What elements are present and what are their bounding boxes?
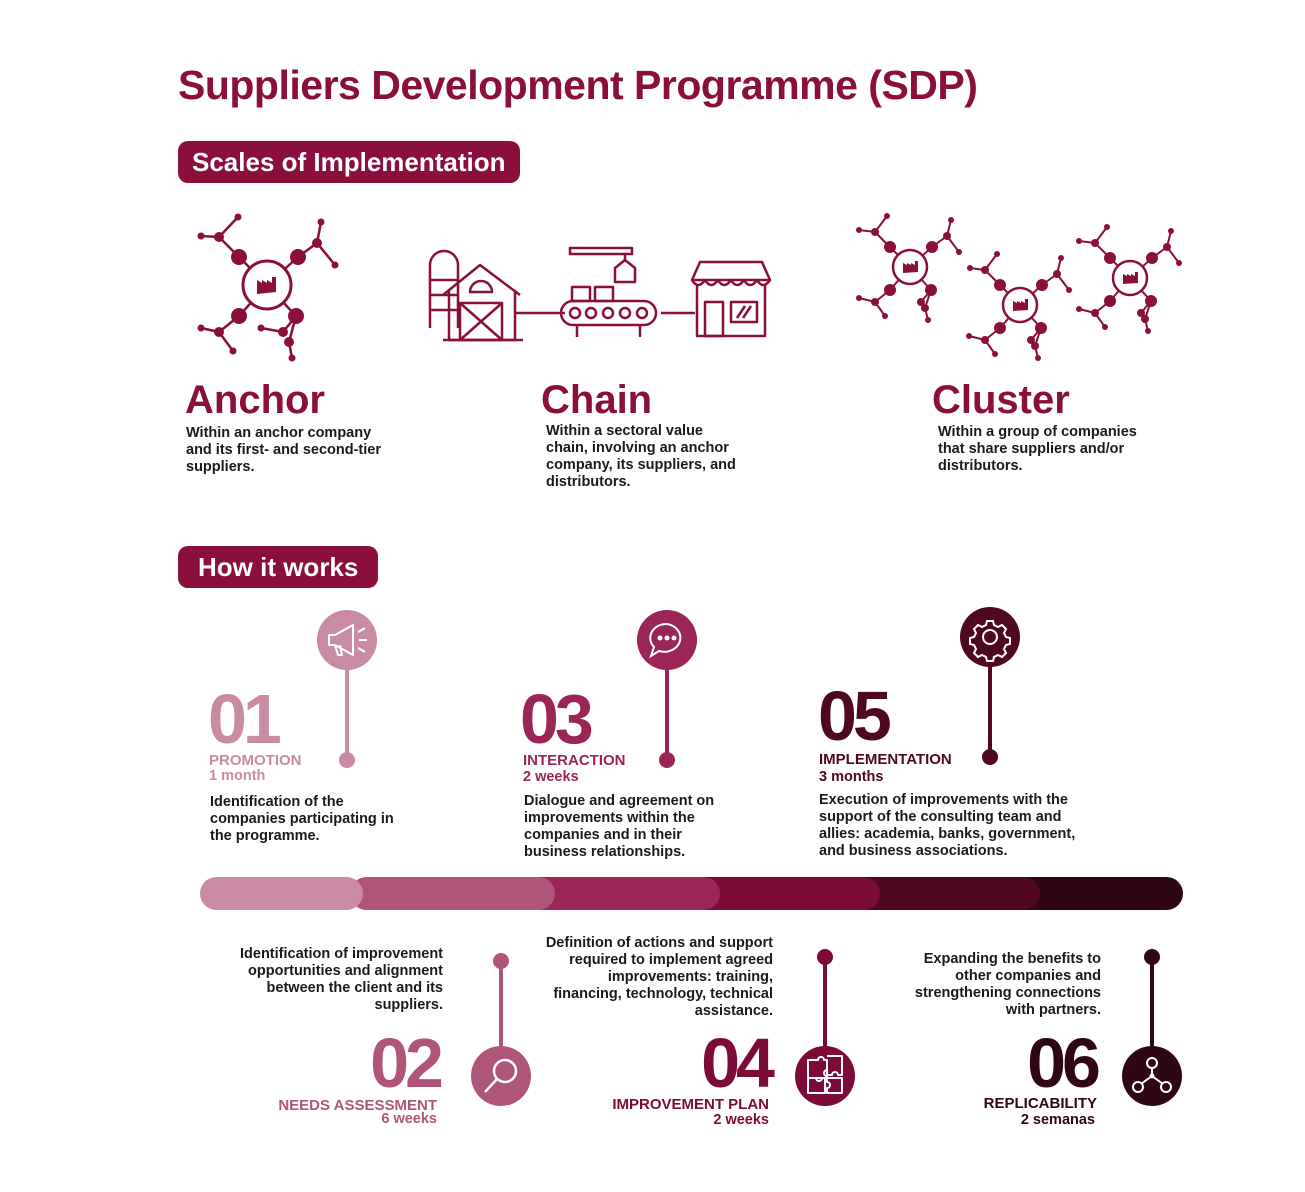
megaphone-icon: [328, 624, 367, 656]
gear-icon: [969, 620, 1011, 662]
step-03-duration: 2 weeks: [523, 769, 579, 785]
timeline-segment-01: [200, 877, 363, 910]
step-06-pin: [1122, 949, 1182, 1106]
step-06-duration: 2 semanas: [1020, 1112, 1095, 1128]
step-02-duration: 6 weeks: [381, 1111, 437, 1127]
anchor-network-icon: [197, 213, 339, 362]
step-01-pin: [317, 610, 377, 768]
timeline-segment-04: [680, 877, 880, 910]
step-01-name: PROMOTION: [209, 752, 302, 769]
step-06-name: REPLICABILITY: [983, 1095, 1097, 1112]
page-title: Suppliers Development Programme (SDP): [178, 62, 978, 108]
how-heading: How it works: [178, 546, 379, 588]
scale-desc-chain: Within a sectoral value chain, involving…: [546, 423, 736, 490]
scale-name-chain: Chain: [541, 378, 653, 422]
step-06-number: 06: [1027, 1024, 1101, 1102]
step-02-name: NEEDS ASSESSMENT: [278, 1097, 437, 1114]
timeline-segment-03: [515, 877, 720, 910]
step-03-description: Dialogue and agreement on improvements w…: [524, 793, 715, 860]
step-02-number: 02: [370, 1024, 444, 1102]
step-04-pin: [795, 949, 855, 1106]
cluster-network-icon: [856, 213, 1182, 361]
scale-name-anchor: Anchor: [185, 378, 325, 422]
step-05-number: 05: [818, 677, 892, 755]
step-03-name: INTERACTION: [523, 752, 626, 769]
step-04-number: 04: [701, 1024, 775, 1102]
step-01-duration: 1 month: [209, 768, 266, 784]
scales-heading: Scales of Implementation: [178, 141, 520, 183]
step-05-name: IMPLEMENTATION: [819, 751, 952, 768]
step-02-description: Identification of improvement opportunit…: [240, 946, 444, 1013]
step-05-pin: [960, 607, 1020, 765]
step-04-name: IMPROVEMENT PLAN: [612, 1096, 769, 1113]
magnifier-icon: [484, 1058, 518, 1093]
step-01-number: 01: [208, 680, 282, 758]
timeline-bar: [200, 877, 1183, 910]
chat-bubble-icon: [649, 622, 682, 659]
scale-desc-cluster: Within a group of companies that share s…: [938, 424, 1137, 474]
step-03-pin: [637, 610, 697, 768]
puzzle-icon: [807, 1055, 843, 1094]
step-03-number: 03: [520, 680, 594, 758]
chain-value-chain-icon: [428, 246, 772, 342]
step-06-description: Expanding the benefits to other companie…: [914, 951, 1101, 1018]
step-04-description: Definition of actions and support requir…: [545, 935, 773, 1019]
step-05-description: Execution of improvements with the suppo…: [819, 792, 1076, 859]
step-01-description: Identification of the companies particip…: [210, 794, 394, 844]
timeline-segment-05: [840, 877, 1040, 910]
step-02-pin: [471, 953, 531, 1106]
timeline-segment-02: [350, 877, 555, 910]
scale-desc-anchor: Within an anchor company and its first- …: [186, 425, 381, 475]
timeline-segment-06: [1000, 877, 1183, 910]
step-05-duration: 3 months: [819, 769, 884, 785]
step-04-duration: 2 weeks: [713, 1112, 769, 1128]
scale-name-cluster: Cluster: [932, 378, 1070, 422]
